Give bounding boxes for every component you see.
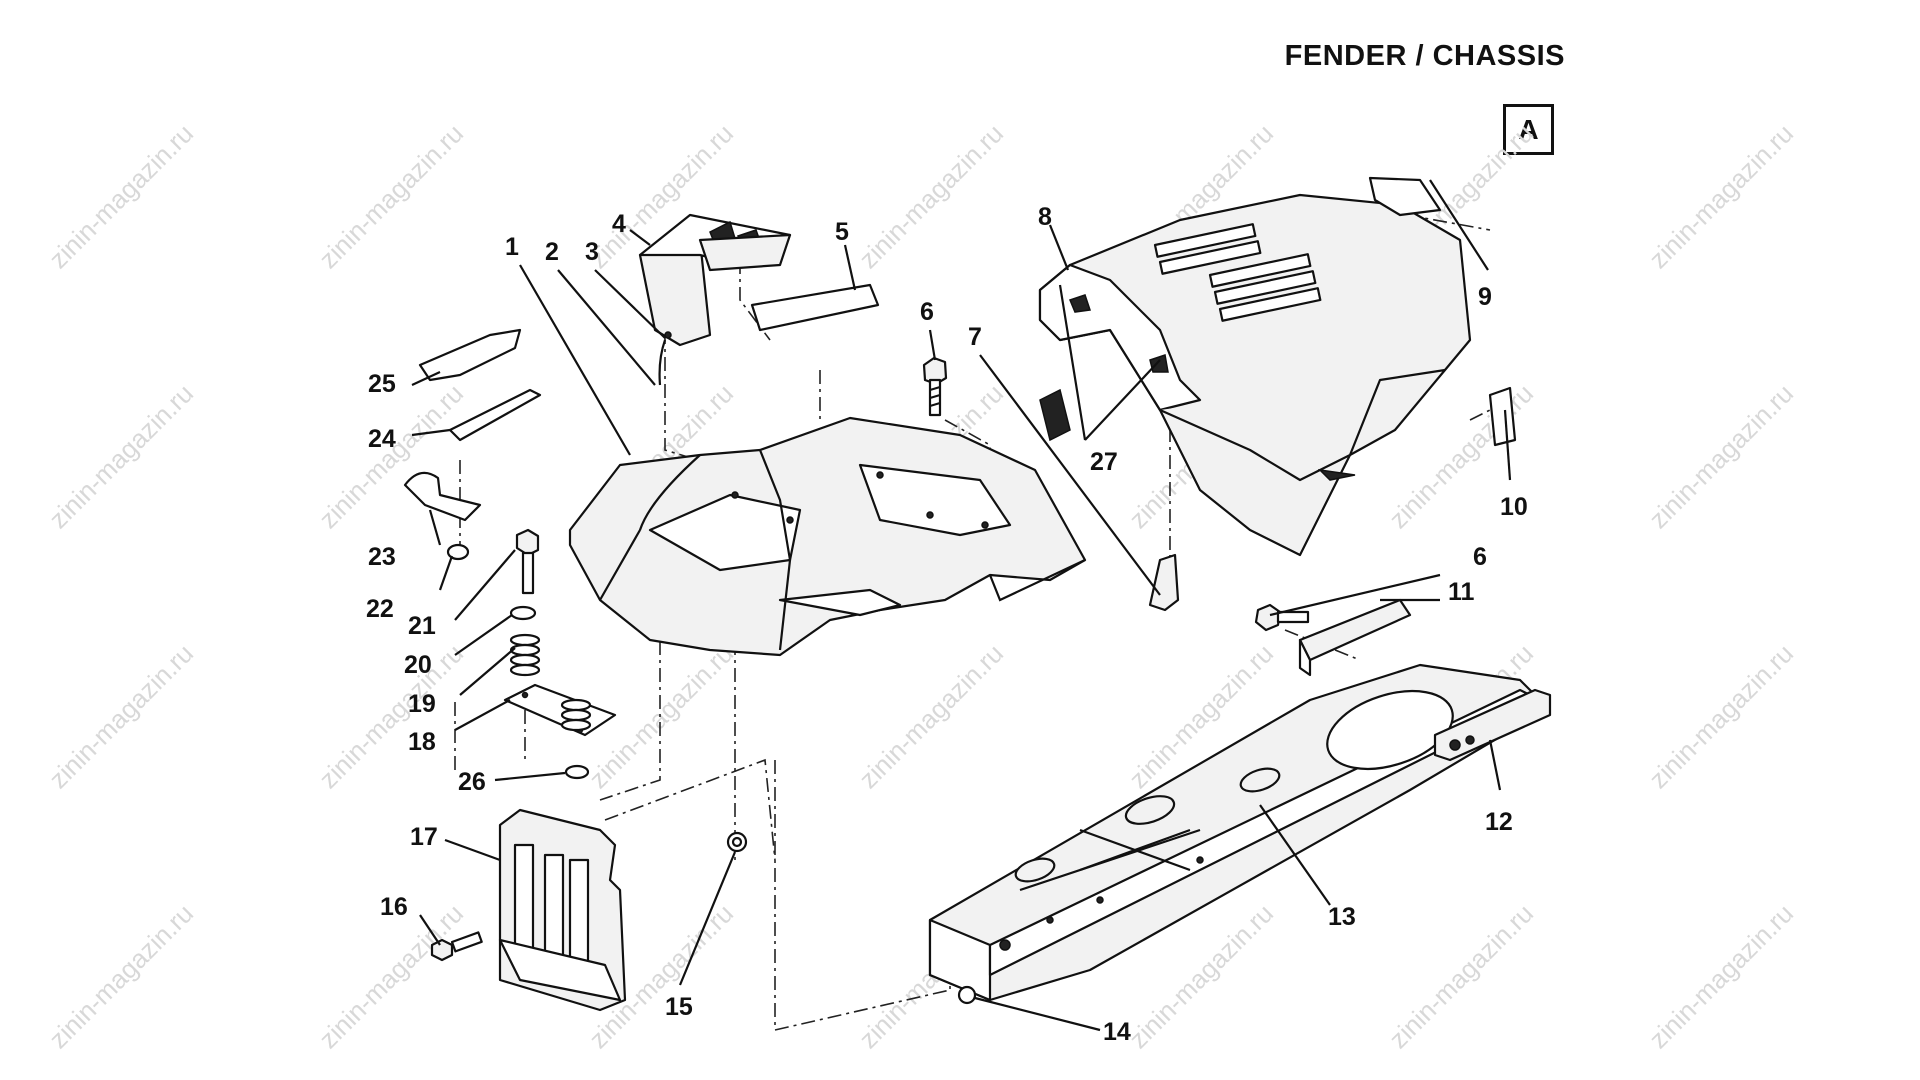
part-15-nut	[726, 831, 748, 853]
part-16-bolt	[430, 931, 483, 962]
part-19-spring	[509, 633, 592, 732]
watermark: zinin-magazin.ru	[1643, 118, 1799, 274]
callout-8: 8	[1038, 203, 1052, 231]
callout-4: 4	[612, 210, 626, 238]
callout-20: 20	[404, 651, 432, 679]
callout-6-upper: 6	[920, 298, 934, 326]
page-title: FENDER / CHASSIS	[1284, 40, 1565, 72]
watermark: zinin-magazin.ru	[853, 118, 1009, 274]
hood-vents	[1153, 223, 1322, 322]
callout-16: 16	[380, 893, 408, 921]
callout-15: 15	[665, 993, 693, 1021]
part-4-storage-tray	[638, 213, 792, 347]
callout-13: 13	[1328, 903, 1356, 931]
callout-24: 24	[368, 425, 396, 453]
callout-22: 22	[366, 595, 394, 623]
callout-2: 2	[545, 238, 559, 266]
callout-25: 25	[368, 370, 396, 398]
part-23-clip	[403, 471, 482, 522]
callout-21: 21	[408, 612, 436, 640]
part-11-bracket	[1298, 598, 1412, 677]
callout-1: 1	[505, 233, 519, 261]
watermark: zinin-magazin.ru	[313, 898, 469, 1054]
part-3-screw	[664, 331, 672, 339]
callout-9: 9	[1478, 283, 1492, 311]
callout-labels: 1 2 3 4 5 6 7 8 9 10 11 12 13 14 15 16 1…	[366, 203, 1528, 1046]
part-18-plate	[503, 683, 617, 737]
part-5-decal	[750, 283, 880, 332]
callout-26: 26	[458, 768, 486, 796]
part-9-decal	[1368, 176, 1442, 217]
part-25-bracket	[418, 328, 522, 382]
callout-19: 19	[408, 690, 436, 718]
part-7-bracket	[1148, 553, 1180, 612]
part-20-washer	[509, 605, 537, 621]
part-21-bolt	[515, 528, 540, 595]
part-2-pin	[658, 339, 667, 386]
watermark: zinin-magazin.ru	[43, 638, 199, 794]
watermark: zinin-magazin.ru	[1643, 638, 1799, 794]
part-26-washer	[564, 764, 590, 780]
part-6-bolt-upper	[922, 356, 948, 417]
watermark: zinin-magazin.ru	[43, 898, 199, 1054]
part-1-fender-deck	[568, 416, 1087, 657]
callout-18: 18	[408, 728, 436, 756]
watermark: zinin-magazin.ru	[1643, 378, 1799, 534]
callout-17: 17	[410, 823, 438, 851]
part-22-nut	[446, 543, 470, 561]
callout-23: 23	[368, 543, 396, 571]
watermark: zinin-magazin.ru	[313, 118, 469, 274]
watermark: zinin-magazin.ru	[313, 638, 469, 794]
callout-7: 7	[968, 323, 982, 351]
callout-14: 14	[1103, 1018, 1131, 1046]
watermark: zinin-magazin.ru	[1383, 898, 1539, 1054]
part-17-footrest	[498, 808, 627, 1012]
callout-27: 27	[1090, 448, 1118, 476]
callout-5: 5	[835, 218, 849, 246]
watermark: zinin-magazin.ru	[43, 378, 199, 534]
watermark: zinin-magazin.ru	[43, 118, 199, 274]
leader-lines	[411, 179, 1512, 1032]
watermark: zinin-magazin.ru	[1643, 898, 1799, 1054]
part-8-hood	[1038, 193, 1472, 557]
section-box: A	[1503, 104, 1554, 155]
part-6-bolt-lower	[1254, 603, 1310, 632]
callout-11: 11	[1448, 578, 1475, 606]
callout-6-lower: 6	[1473, 543, 1487, 571]
part-14-bushing	[957, 985, 977, 1005]
part-12-end-bracket	[1433, 688, 1552, 762]
callout-3: 3	[585, 238, 599, 266]
callout-10: 10	[1500, 493, 1528, 521]
part-24-plate	[448, 388, 542, 442]
watermark: zinin-magazin.ru	[853, 638, 1009, 794]
callout-12: 12	[1485, 808, 1513, 836]
part-10-decal	[1488, 386, 1517, 447]
